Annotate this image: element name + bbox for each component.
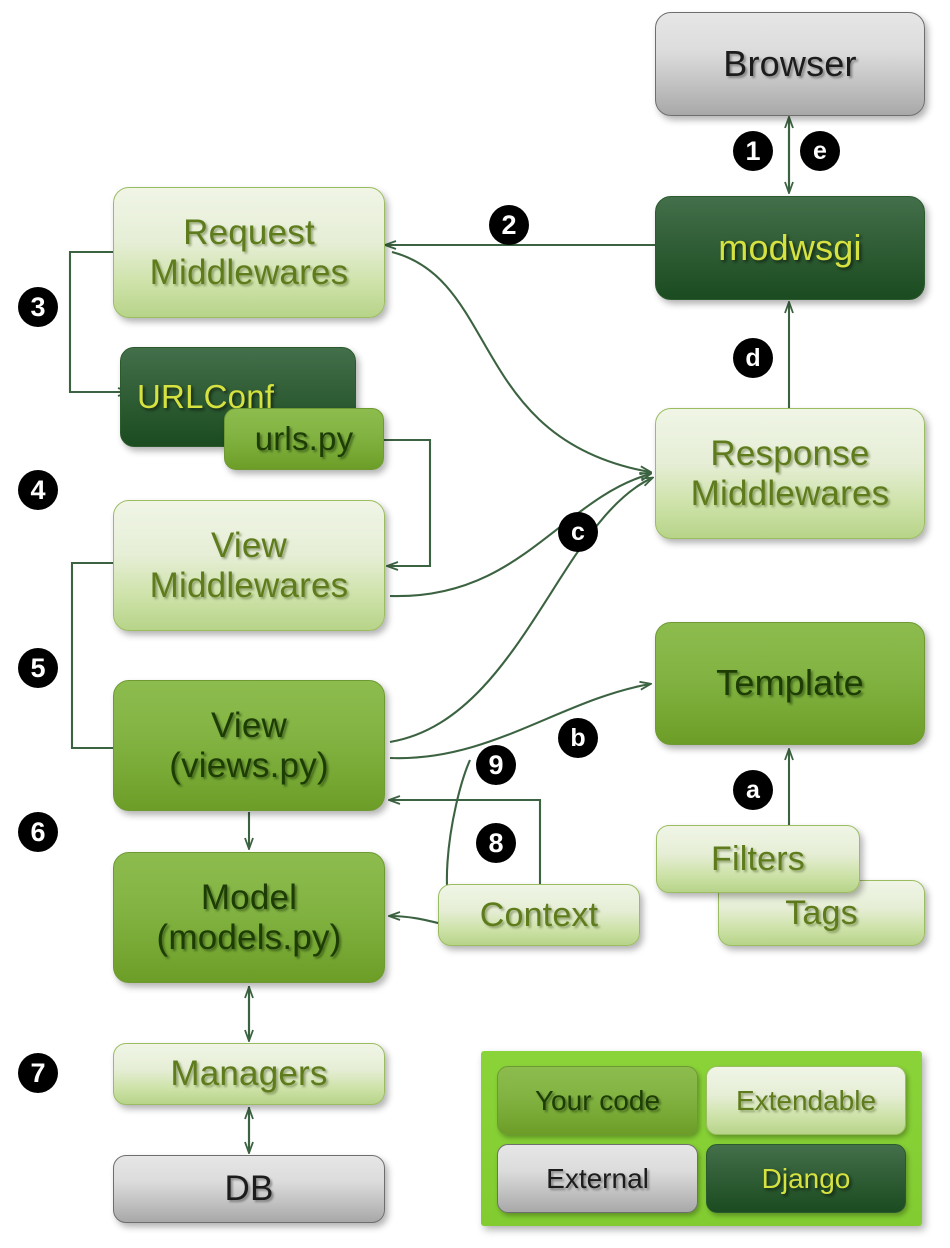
badge-step-2: 2 bbox=[489, 205, 529, 245]
node-managers-label: Managers bbox=[170, 1054, 328, 1094]
legend-item-django-label: Django bbox=[761, 1162, 851, 1194]
legend-item-extendable-label: Extendable bbox=[735, 1084, 877, 1116]
badge-step-c-label: c bbox=[571, 517, 585, 546]
badge-step-3-label: 3 bbox=[30, 291, 46, 322]
badge-step-6-label: 6 bbox=[30, 816, 46, 847]
badge-step-1: 1 bbox=[733, 131, 773, 171]
wire-context-to-view bbox=[390, 800, 542, 888]
node-view-middlewares[interactable]: View Middlewares bbox=[113, 500, 385, 631]
legend-item-your-code[interactable]: Your code bbox=[497, 1066, 698, 1135]
legend-item-your-code-label: Your code bbox=[534, 1084, 661, 1116]
node-request-middlewares-label: Request Middlewares bbox=[149, 213, 349, 292]
node-template[interactable]: Template bbox=[655, 622, 925, 745]
badge-step-d: d bbox=[733, 338, 773, 378]
wire-urls-to-view-mw bbox=[383, 438, 432, 566]
node-modwsgi-label: modwsgi bbox=[718, 226, 862, 268]
node-response-middlewares[interactable]: Response Middlewares bbox=[655, 408, 925, 539]
legend-item-extendable[interactable]: Extendable bbox=[706, 1066, 906, 1135]
badge-step-8: 8 bbox=[476, 823, 516, 863]
node-urls-py-label: urls.py bbox=[254, 419, 354, 457]
badge-step-9-label: 9 bbox=[488, 749, 504, 780]
node-db[interactable]: DB bbox=[113, 1155, 385, 1223]
badge-step-8-label: 8 bbox=[488, 827, 504, 858]
badge-step-e: e bbox=[800, 131, 840, 171]
node-view-label: View (views.py) bbox=[169, 706, 329, 785]
badge-step-7: 7 bbox=[18, 1053, 58, 1093]
badge-step-4-label: 4 bbox=[30, 474, 46, 505]
badge-step-5-label: 5 bbox=[30, 652, 46, 683]
wire-view-to-response-mw bbox=[389, 478, 652, 744]
badge-step-c: c bbox=[558, 512, 598, 552]
node-model-label: Model (models.py) bbox=[156, 878, 342, 957]
badge-step-6: 6 bbox=[18, 812, 58, 852]
wire-view-to-template bbox=[389, 684, 650, 760]
badge-step-7-label: 7 bbox=[30, 1057, 46, 1088]
node-db-label: DB bbox=[224, 1169, 274, 1209]
node-browser[interactable]: Browser bbox=[655, 12, 925, 116]
node-modwsgi[interactable]: modwsgi bbox=[655, 196, 925, 300]
legend-item-django[interactable]: Django bbox=[706, 1144, 906, 1213]
wire-request-mw-to-response-mw bbox=[391, 250, 650, 472]
badge-step-b: b bbox=[558, 718, 598, 758]
badge-step-a: a bbox=[733, 770, 773, 810]
wire-view-mw-to-response-mw bbox=[389, 474, 650, 598]
node-tags-label: Tags bbox=[785, 893, 858, 932]
node-managers[interactable]: Managers bbox=[113, 1043, 385, 1105]
node-template-label: Template bbox=[716, 662, 864, 704]
badge-step-b-label: b bbox=[570, 723, 586, 752]
badge-step-5: 5 bbox=[18, 648, 58, 688]
node-request-middlewares[interactable]: Request Middlewares bbox=[113, 187, 385, 318]
node-context-label: Context bbox=[479, 895, 599, 934]
badge-step-2-label: 2 bbox=[501, 209, 517, 240]
badge-step-4: 4 bbox=[18, 470, 58, 510]
node-urls-py[interactable]: urls.py bbox=[224, 408, 384, 470]
badge-step-d-label: d bbox=[745, 343, 761, 372]
node-view[interactable]: View (views.py) bbox=[113, 680, 385, 811]
node-filters[interactable]: Filters bbox=[656, 825, 860, 893]
badge-step-a-label: a bbox=[746, 775, 760, 804]
legend-item-external-label: External bbox=[546, 1162, 649, 1194]
node-browser-label: Browser bbox=[723, 42, 857, 84]
node-model[interactable]: Model (models.py) bbox=[113, 852, 385, 983]
badge-step-e-label: e bbox=[813, 136, 827, 165]
badge-step-9: 9 bbox=[476, 745, 516, 785]
badge-step-3: 3 bbox=[18, 287, 58, 327]
legend-item-external[interactable]: External bbox=[497, 1144, 698, 1213]
badge-step-1-label: 1 bbox=[745, 135, 761, 166]
node-filters-label: Filters bbox=[711, 839, 805, 878]
node-context[interactable]: Context bbox=[438, 884, 640, 946]
node-response-middlewares-label: Response Middlewares bbox=[690, 434, 890, 513]
node-view-middlewares-label: View Middlewares bbox=[149, 526, 349, 605]
